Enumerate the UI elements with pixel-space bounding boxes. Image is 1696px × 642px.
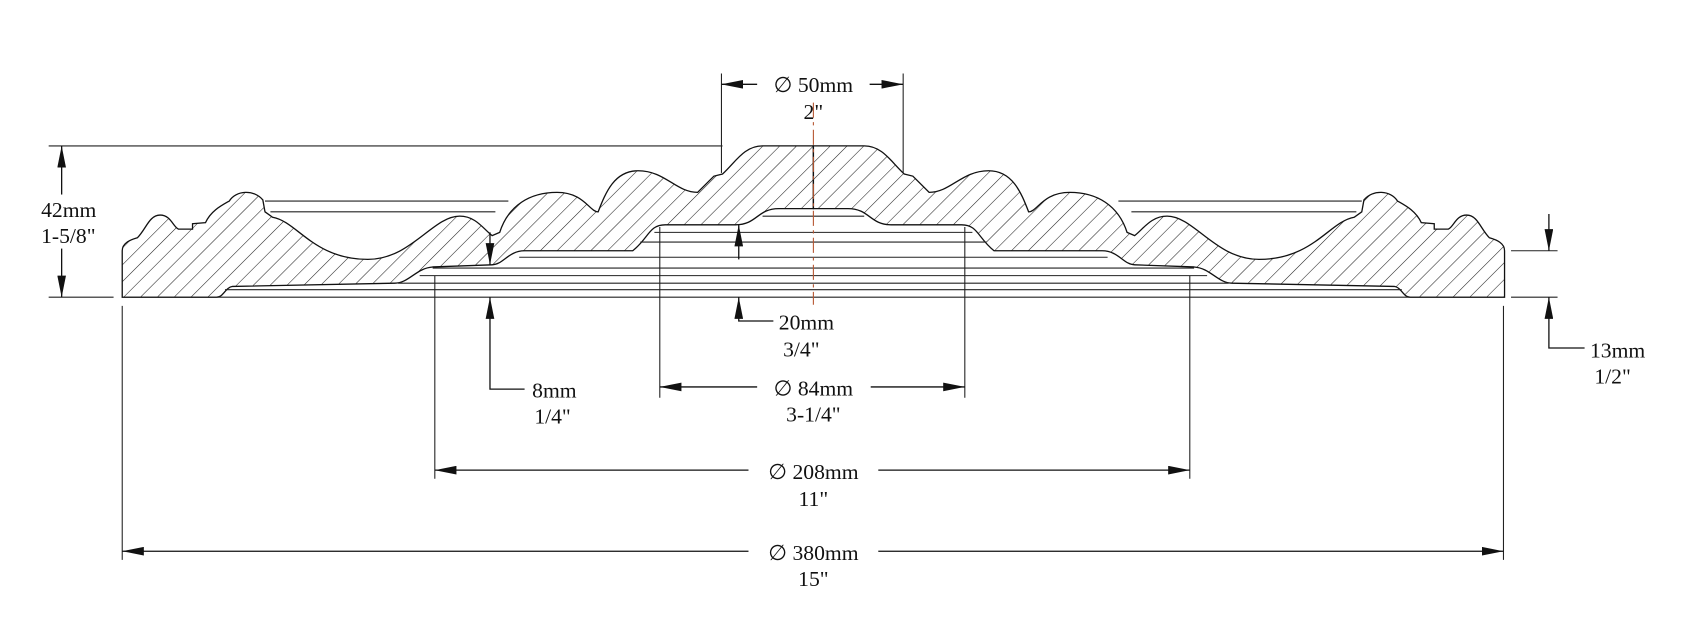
dimension-inner-step: 8mm 1/4" — [485, 232, 577, 429]
dimension-overall-diameter: ∅ 380mm 15" — [121, 305, 1505, 591]
dim-label: ∅ 380mm — [768, 541, 858, 565]
dim-label: ∅ 208mm — [768, 460, 858, 484]
dimension-recess-diameter: ∅ 84mm 3-1/4" — [659, 226, 966, 427]
dimension-recess-depth: 20mm 3/4" — [734, 224, 834, 362]
dimension-edge-height: 13mm 1/2" — [1511, 214, 1645, 389]
dim-label: ∅ 50mm — [774, 73, 854, 97]
dim-label: 1/4" — [534, 405, 570, 429]
dim-label: ∅ 84mm — [774, 377, 854, 401]
dim-label: 15" — [798, 567, 828, 591]
dim-label: 42mm — [41, 198, 96, 222]
dim-label: 3-1/4" — [786, 403, 840, 427]
dimension-top-diameter: ∅ 50mm 2" — [720, 73, 904, 173]
dim-label: 1-5/8" — [41, 224, 95, 248]
dim-label: 13mm — [1590, 339, 1645, 363]
dim-label: 11" — [799, 487, 829, 511]
dim-label: 20mm — [779, 311, 834, 335]
dimension-mid-diameter: ∅ 208mm 11" — [434, 275, 1191, 511]
dim-label: 2" — [804, 100, 824, 124]
dim-label: 8mm — [532, 379, 577, 403]
dim-label: 3/4" — [783, 338, 819, 362]
dimension-overall-height: 42mm 1-5/8" — [41, 145, 723, 298]
dim-label: 1/2" — [1594, 365, 1630, 389]
